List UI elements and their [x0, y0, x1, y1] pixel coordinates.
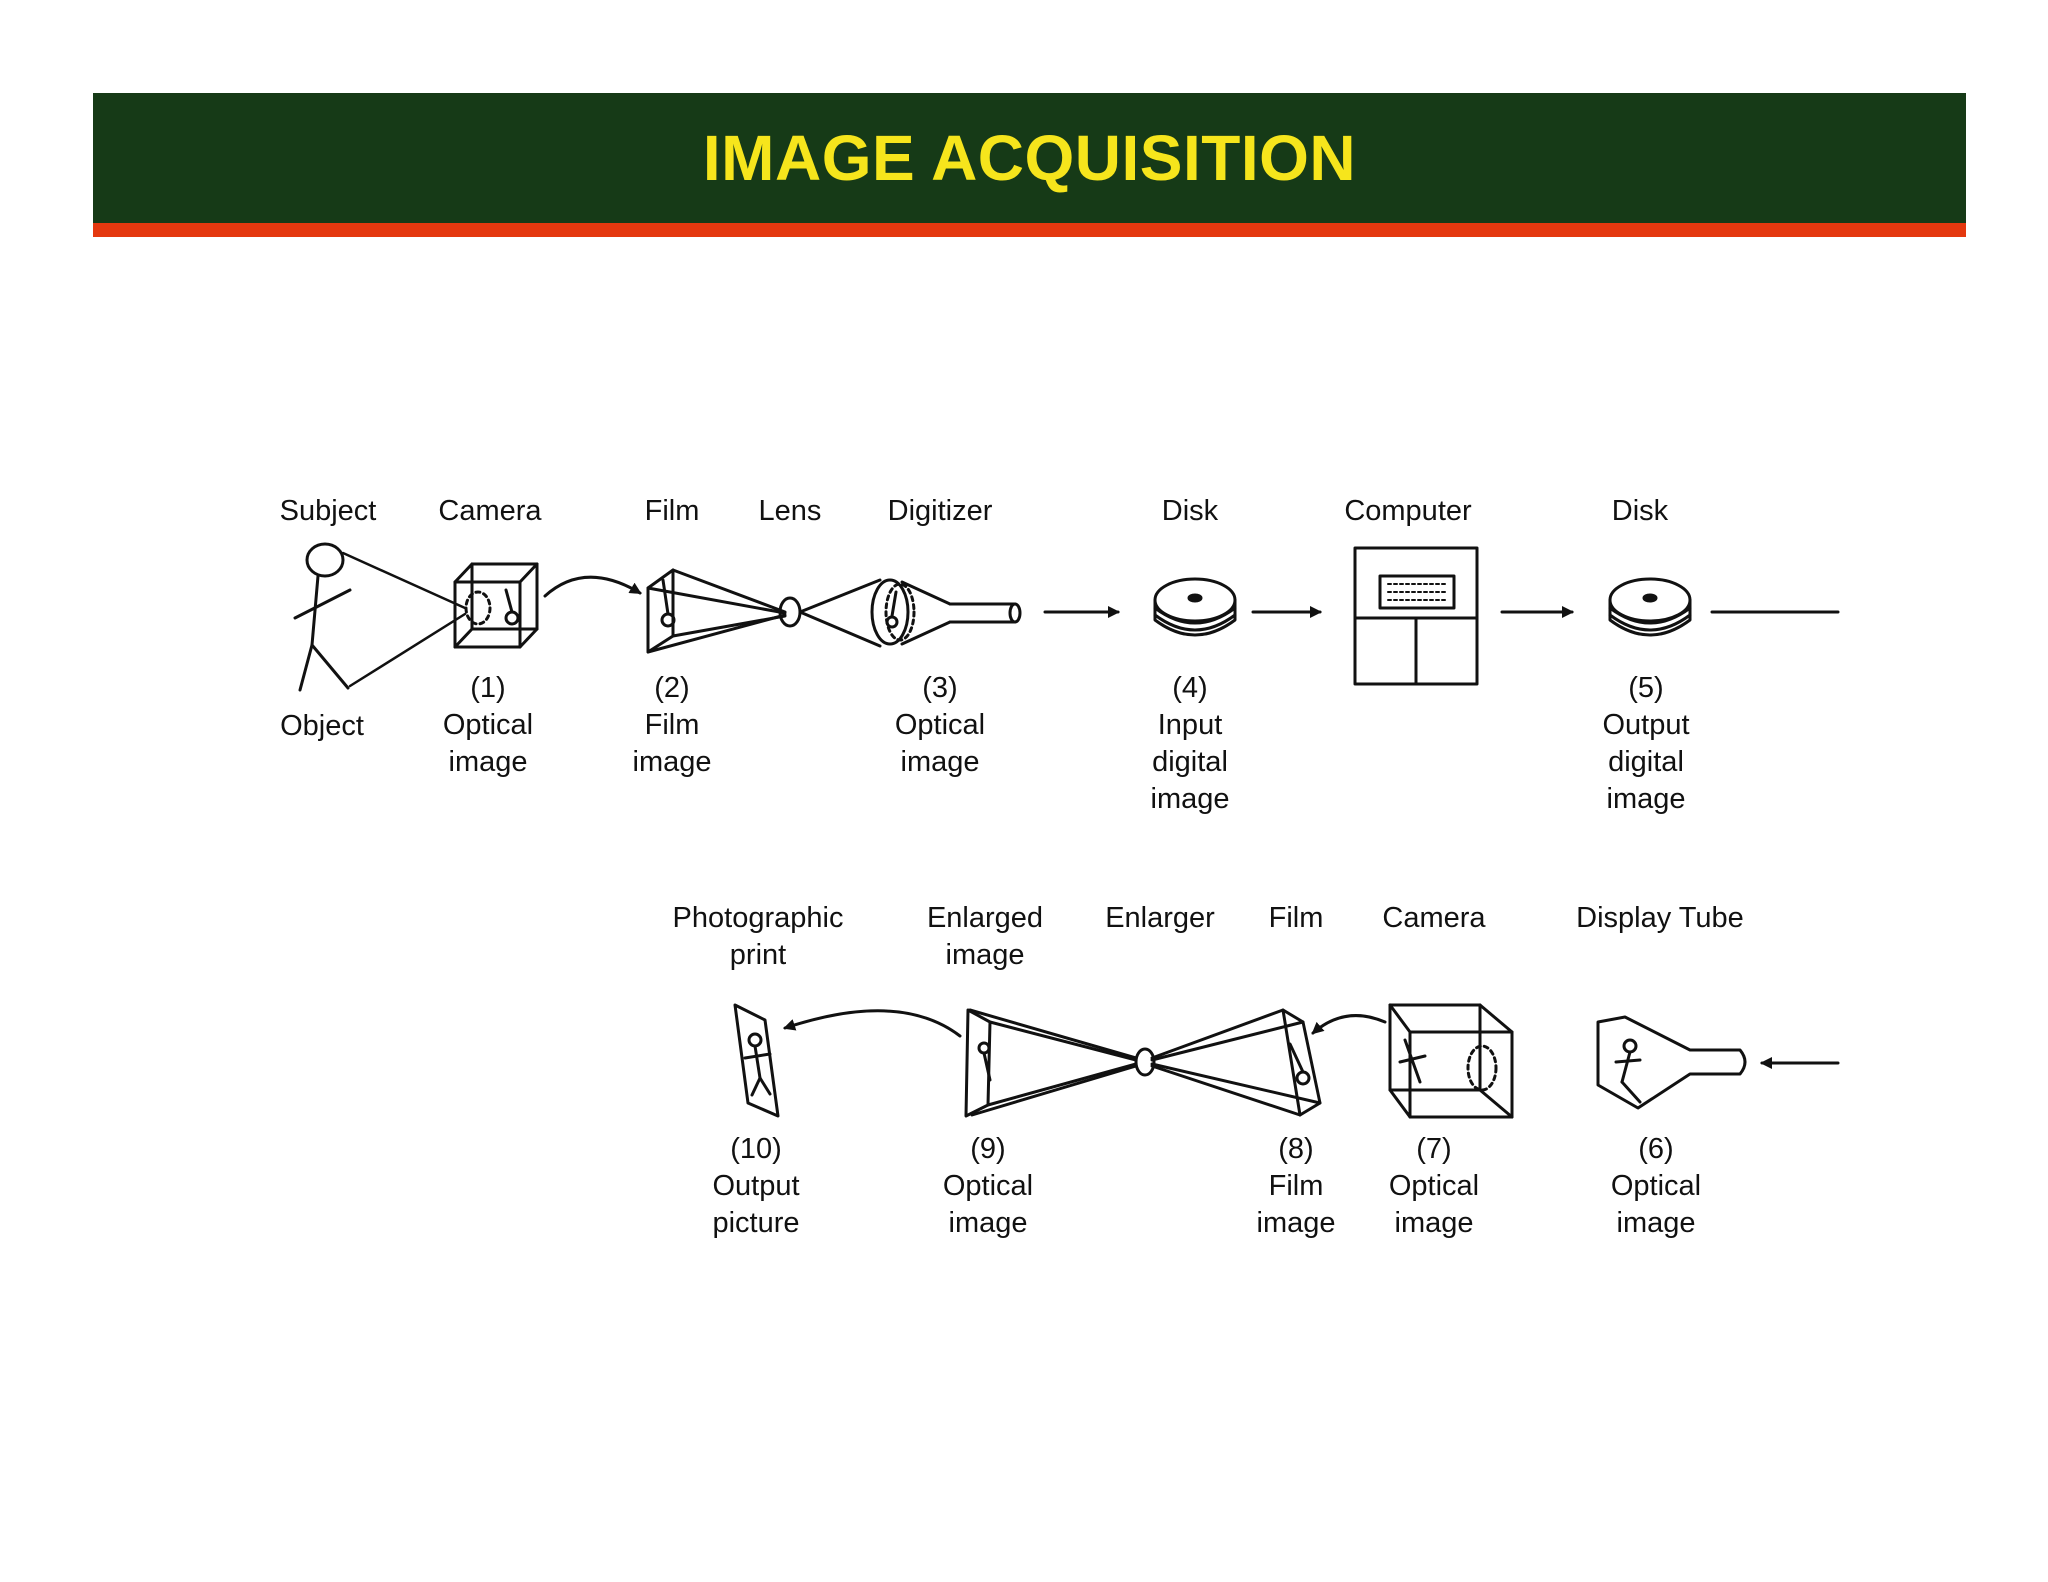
caption-8-line-1: (8)	[1278, 1133, 1313, 1165]
caption-3-line-1: (3)	[922, 672, 957, 704]
caption-10-line-2: Output	[712, 1170, 799, 1202]
enlarged-image-to-print-arrow	[783, 1009, 962, 1038]
label-enlarged-image-line-2: image	[946, 939, 1025, 971]
caption-9-line-3: image	[949, 1207, 1028, 1239]
caption-4-line-4: image	[1151, 783, 1230, 815]
caption-7-line-2: Optical	[1389, 1170, 1479, 1202]
caption-6-line-3: image	[1617, 1207, 1696, 1239]
label-film-top: Film	[645, 495, 700, 527]
display-tube-icon	[1596, 1015, 1747, 1110]
caption-4-line-1: (4)	[1172, 672, 1207, 704]
caption-7-line-1: (7)	[1416, 1133, 1451, 1165]
caption-2-line-1: (2)	[654, 672, 689, 704]
caption-5-line-1: (5)	[1628, 672, 1663, 704]
subject-to-camera-rays	[341, 551, 467, 688]
photographic-print-icon	[733, 1003, 780, 1118]
caption-5-line-3: digital	[1608, 746, 1684, 778]
input-disk-icon	[1153, 577, 1237, 637]
label-camera-bottom: Camera	[1382, 902, 1486, 934]
caption-8-line-3: image	[1257, 1207, 1336, 1239]
caption-4-line-3: digital	[1152, 746, 1228, 778]
caption-6-line-1: (6)	[1638, 1133, 1673, 1165]
caption-2-line-2: Film	[645, 709, 700, 741]
label-enlarged-image-line-1: Enlarged	[927, 902, 1043, 934]
label-film-bottom: Film	[1269, 902, 1324, 934]
caption-10-line-1: (10)	[730, 1133, 782, 1165]
caption-6-line-2: Optical	[1611, 1170, 1701, 1202]
label-subject: Subject	[280, 495, 377, 527]
enlarger-lens-icon	[1134, 1047, 1156, 1077]
computer-icon	[1353, 546, 1479, 686]
output-disk-icon	[1608, 577, 1692, 637]
caption-7-line-3: image	[1395, 1207, 1474, 1239]
caption-2-line-3: image	[633, 746, 712, 778]
caption-4-line-2: Input	[1158, 709, 1223, 741]
caption-1-line-2: Optical	[443, 709, 533, 741]
caption-1-line-1: (1)	[470, 672, 505, 704]
caption-8-line-2: Film	[1269, 1170, 1324, 1202]
enlarger-assembly-icon	[964, 1008, 1322, 1118]
label-computer: Computer	[1344, 495, 1472, 527]
label-object: Object	[280, 710, 364, 742]
label-enlarger: Enlarger	[1105, 902, 1215, 934]
caption-10-line-3: picture	[712, 1207, 799, 1239]
subject-stick-figure-icon	[293, 542, 352, 692]
label-photographic-print-line-2: print	[730, 939, 786, 971]
label-display-tube: Display Tube	[1576, 902, 1744, 934]
caption-1-line-3: image	[449, 746, 528, 778]
caption-3-line-2: Optical	[895, 709, 985, 741]
label-camera-top: Camera	[438, 495, 542, 527]
film-lens-digitizer-assembly-icon	[646, 568, 1022, 654]
caption-5-line-2: Output	[1602, 709, 1689, 741]
camera-7-icon	[1388, 1003, 1514, 1119]
label-disk-input: Disk	[1162, 495, 1219, 527]
label-lens: Lens	[759, 495, 822, 527]
caption-9-line-1: (9)	[970, 1133, 1005, 1165]
camera-to-film-arrow-bottom	[1311, 1014, 1387, 1035]
page-title: IMAGE ACQUISITION	[702, 122, 1357, 194]
camera-to-film-arrow	[543, 575, 642, 598]
title-underline-stripe	[93, 223, 1966, 237]
title-banner	[93, 93, 1966, 223]
label-digitizer: Digitizer	[888, 495, 993, 527]
label-photographic-print-line-1: Photographic	[673, 902, 844, 934]
caption-5-line-4: image	[1607, 783, 1686, 815]
caption-9-line-2: Optical	[943, 1170, 1033, 1202]
label-disk-output: Disk	[1612, 495, 1669, 527]
camera-1-icon	[453, 562, 539, 649]
caption-3-line-3: image	[901, 746, 980, 778]
